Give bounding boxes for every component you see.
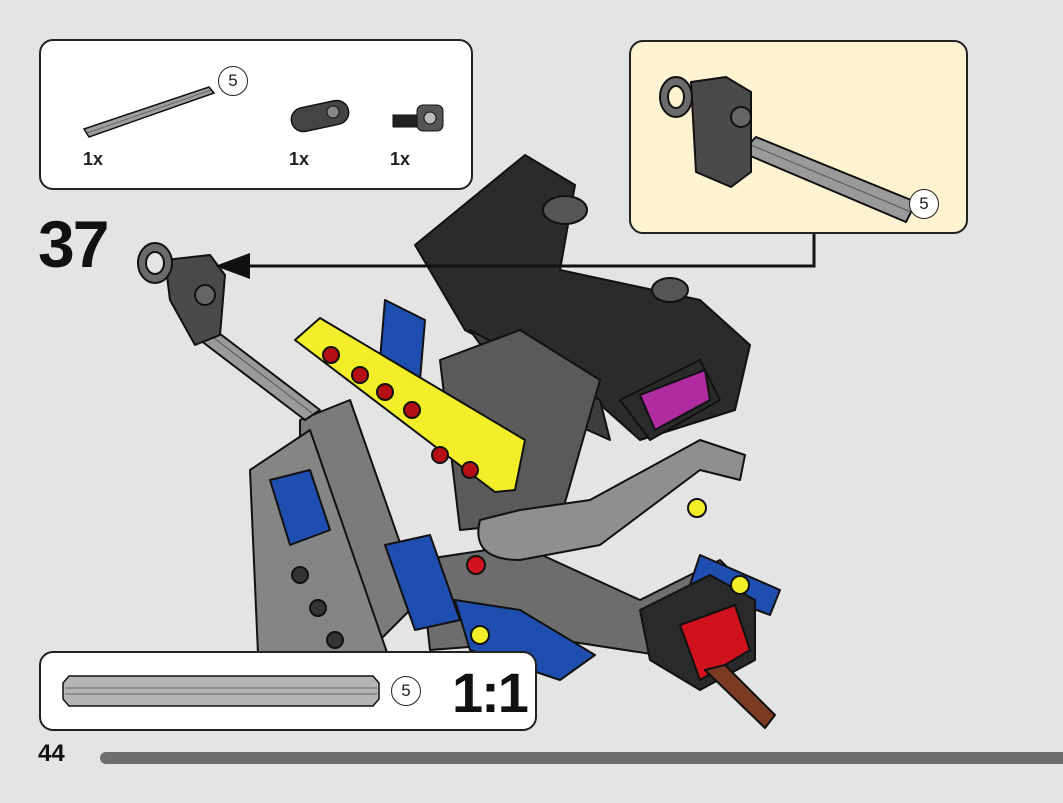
progress-bar bbox=[100, 752, 1063, 764]
scale-reference-panel: 5 bbox=[39, 651, 537, 731]
scale-label: 1:1 bbox=[452, 661, 529, 724]
parts-list-panel: 5 1x 1x 1x bbox=[39, 39, 473, 190]
axle-length-badge: 5 bbox=[218, 66, 248, 96]
beam-qty: 1x bbox=[289, 149, 310, 169]
callout-panel: 5 bbox=[629, 40, 968, 234]
page-number: 44 bbox=[38, 740, 65, 767]
axle-qty: 1x bbox=[83, 149, 104, 169]
scale-axle-image bbox=[62, 675, 380, 707]
callout-sub-assembly-image bbox=[659, 76, 917, 223]
callout-axle-length-badge: 5 bbox=[909, 189, 939, 219]
connector-qty: 1x bbox=[390, 149, 411, 169]
step-number: 37 bbox=[38, 207, 109, 281]
connector-part-image bbox=[392, 104, 444, 132]
axle-part-image bbox=[82, 86, 216, 138]
beam-part-image bbox=[290, 99, 350, 133]
scale-axle-length-badge: 5 bbox=[391, 676, 421, 706]
